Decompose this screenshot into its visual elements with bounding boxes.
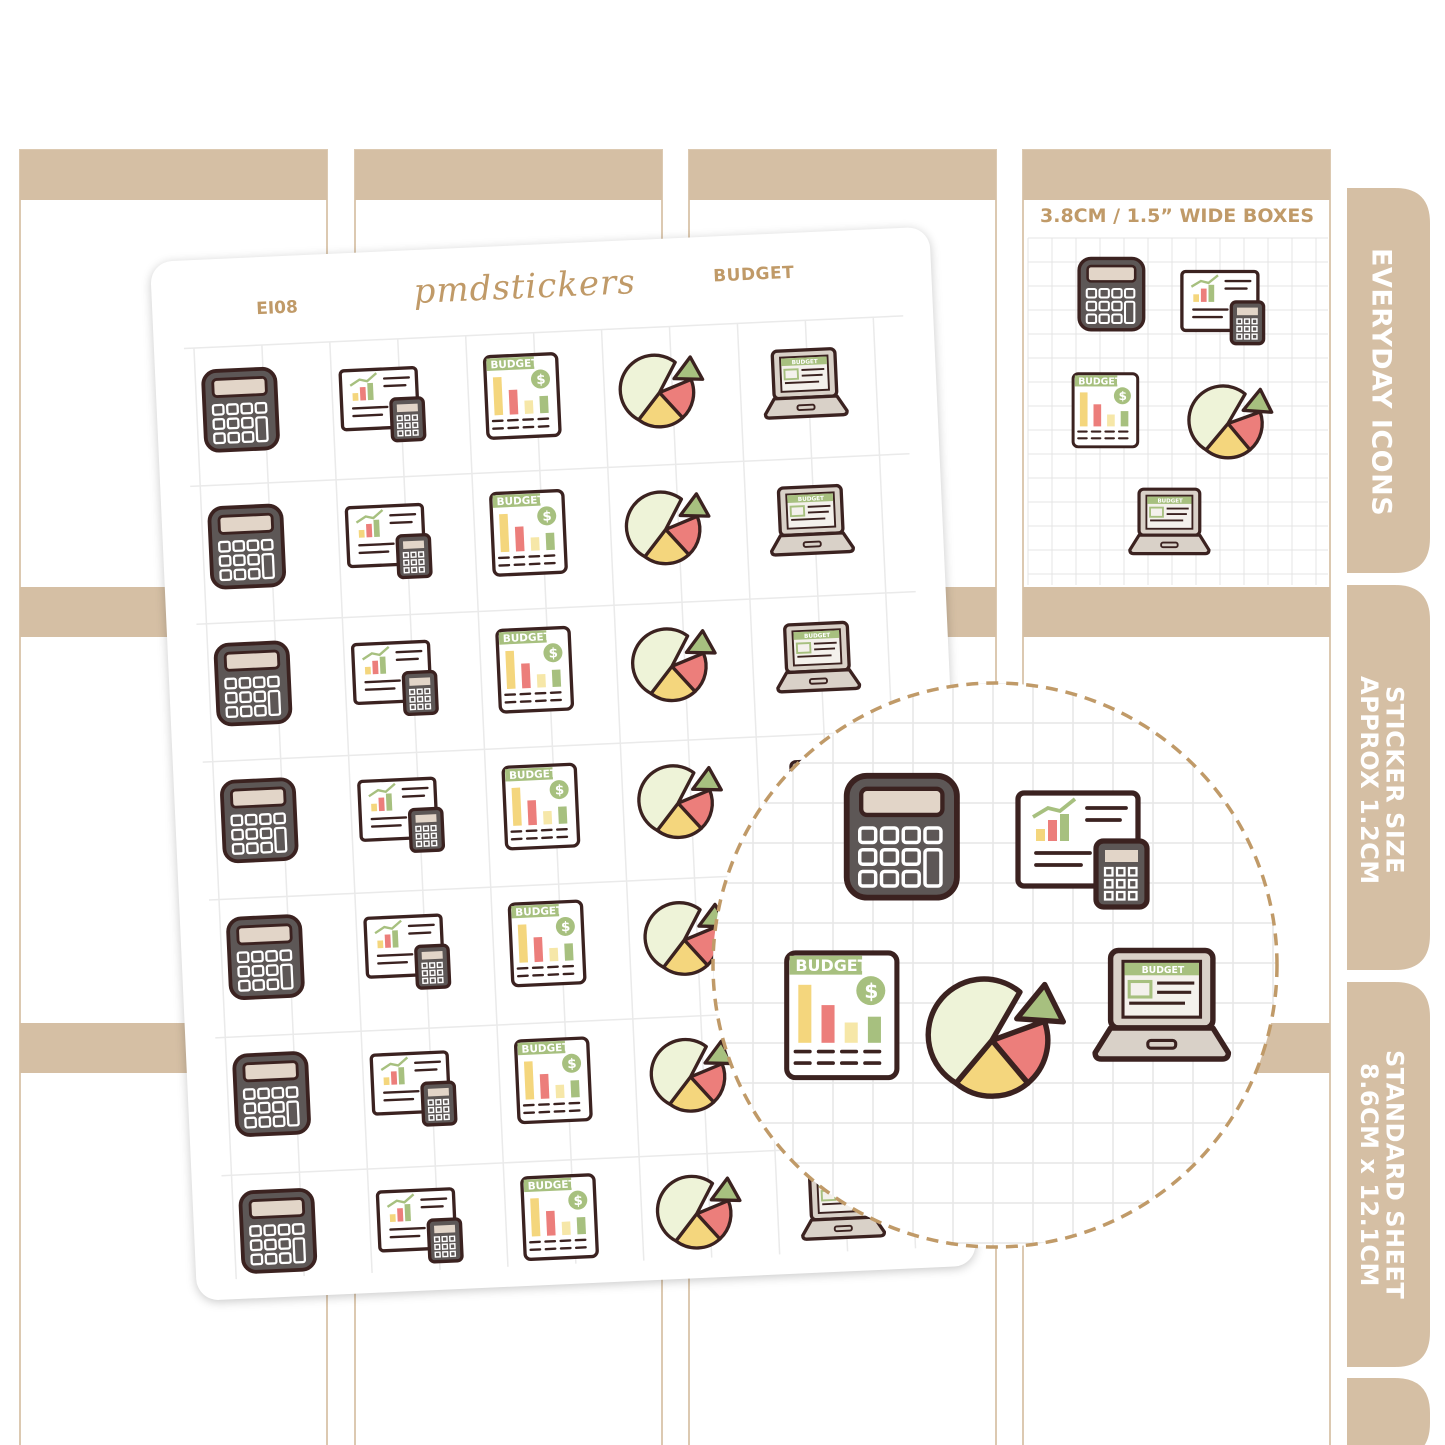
svg-text:BUDGET: BUDGET bbox=[490, 357, 539, 371]
svg-text:$: $ bbox=[573, 1194, 583, 1209]
column-divider-band bbox=[1023, 587, 1330, 637]
pie-chart-icon bbox=[643, 901, 730, 976]
calculator-icon bbox=[213, 640, 293, 727]
side-tab bbox=[1347, 982, 1430, 1367]
report-calculator-icon bbox=[344, 502, 433, 580]
calculator-icon bbox=[238, 1188, 318, 1274]
pie-chart-icon bbox=[655, 1174, 742, 1250]
report-calculator-icon bbox=[357, 776, 446, 853]
budget-document-icon: BUDGET$ bbox=[514, 1036, 593, 1125]
budget-document-icon: BUDGET $ bbox=[520, 1173, 599, 1262]
svg-text:BUDGET: BUDGET bbox=[521, 1042, 570, 1056]
svg-text:BUDGET: BUDGET bbox=[1142, 965, 1185, 976]
svg-text:BUDGET: BUDGET bbox=[798, 496, 824, 503]
sample-box-title: 3.8CM / 1.5” WIDE BOXES bbox=[1040, 205, 1315, 227]
side-tab bbox=[1347, 1378, 1430, 1445]
budget-document-icon: BUDGET$ bbox=[489, 489, 568, 577]
svg-text:$: $ bbox=[864, 979, 878, 1003]
svg-text:BUDGET: BUDGET bbox=[804, 633, 830, 640]
svg-text:BUDGET: BUDGET bbox=[527, 1178, 576, 1192]
pie-chart-icon bbox=[630, 627, 717, 703]
svg-text:BUDGET: BUDGET bbox=[496, 494, 545, 508]
budget-document-icon: BUDGET$ bbox=[507, 899, 587, 988]
side-tabs bbox=[1347, 188, 1430, 1445]
calculator-icon bbox=[232, 1051, 311, 1137]
calculator-icon bbox=[843, 772, 960, 901]
svg-text:BUDGET: BUDGET bbox=[515, 905, 564, 919]
svg-text:BUDGET: BUDGET bbox=[795, 956, 868, 975]
laptop-budget-icon: BUDGET bbox=[763, 347, 849, 420]
svg-text:BUDGET: BUDGET bbox=[792, 359, 818, 366]
calculator-icon bbox=[207, 503, 286, 590]
report-calculator-icon bbox=[375, 1187, 464, 1264]
sheet-grid: BUDGET$BUDGETBUDGET$BUDGETBUDGET$BUDGETB… bbox=[183, 315, 941, 1280]
budget-document-icon: BUDGET $ bbox=[482, 352, 562, 440]
calculator-icon bbox=[201, 366, 280, 453]
report-calculator-icon bbox=[1015, 790, 1150, 910]
svg-text:$: $ bbox=[567, 1057, 577, 1072]
laptop-budget-icon: BUDGET bbox=[776, 620, 862, 694]
laptop-budget-icon: BUDGET bbox=[770, 483, 855, 557]
svg-text:$: $ bbox=[548, 646, 558, 661]
budget-document-icon: BUDGET$ bbox=[495, 625, 575, 714]
budget-document-icon: BUDGET $ bbox=[784, 950, 900, 1081]
column-header-band bbox=[20, 150, 327, 200]
report-calculator-icon bbox=[369, 1050, 458, 1127]
pie-chart-icon bbox=[624, 490, 711, 566]
column-header-band bbox=[355, 150, 662, 200]
svg-text:$: $ bbox=[536, 373, 546, 388]
pie-chart-icon bbox=[618, 353, 705, 429]
side-tab bbox=[1347, 188, 1430, 573]
svg-text:BUDGET: BUDGET bbox=[509, 768, 558, 782]
svg-text:$: $ bbox=[561, 920, 571, 935]
pie-chart-icon bbox=[637, 764, 723, 840]
calculator-icon bbox=[220, 777, 299, 864]
svg-text:$: $ bbox=[555, 783, 565, 798]
laptop-budget-icon: BUDGET bbox=[1092, 947, 1232, 1062]
report-calculator-icon bbox=[350, 639, 439, 717]
side-tab-everyday-icons: EVERYDAY ICONS bbox=[1365, 247, 1397, 517]
column-header-band bbox=[1023, 150, 1330, 200]
column-header-band bbox=[689, 150, 996, 200]
budget-document-icon: BUDGET$ bbox=[501, 762, 581, 851]
calculator-icon bbox=[226, 914, 305, 1000]
svg-text:$: $ bbox=[542, 509, 552, 524]
magnifier-dashed-border bbox=[711, 681, 1279, 1249]
report-calculator-icon bbox=[338, 366, 427, 443]
svg-text:BUDGET: BUDGET bbox=[503, 631, 552, 645]
report-calculator-icon bbox=[363, 913, 452, 990]
pie-chart-icon bbox=[649, 1037, 736, 1113]
side-tab bbox=[1347, 585, 1430, 970]
pie-chart-icon bbox=[925, 976, 1067, 1099]
